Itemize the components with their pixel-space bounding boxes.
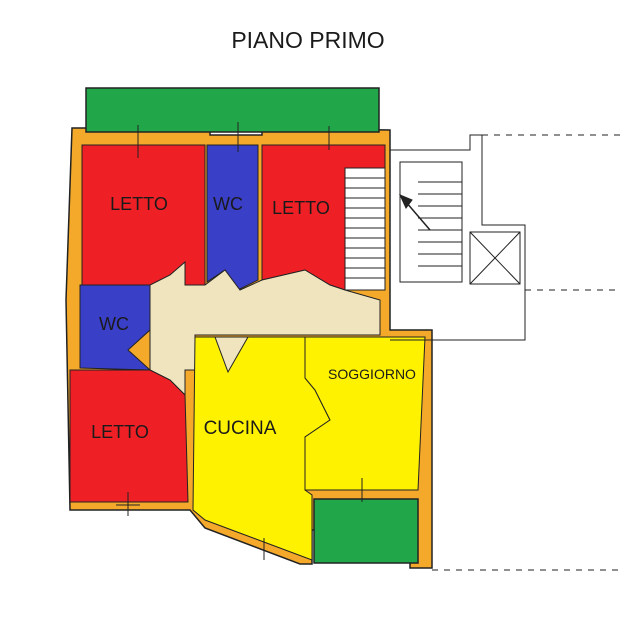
room-label-wc-top: WC [213,194,243,214]
wc-left [79,284,152,371]
room-label-wc-left: WC [99,314,129,334]
kitchen-notch [214,336,249,374]
room-label-letto-bottom-left: LETTO [91,422,149,442]
interior-stairs [344,167,386,291]
bedroom-bottom-left [69,369,189,503]
stairwell [390,134,526,341]
wc-top [206,144,259,291]
window-marks [116,122,363,560]
room-label-letto-top-right: LETTO [272,198,330,218]
room-label-soggiorno: SOGGIORNO [328,366,416,382]
bottom-balcony [313,498,419,564]
elevator-shaft [469,231,521,285]
room-label-cucina: CUCINA [204,418,277,439]
room-label-letto-top-left: LETTO [110,194,168,214]
bedroom-top-left [81,144,206,291]
neighbor-outline [432,134,620,571]
top-balcony [85,87,380,133]
living-room [304,336,426,491]
plan-title: PIANO PRIMO [231,27,384,53]
